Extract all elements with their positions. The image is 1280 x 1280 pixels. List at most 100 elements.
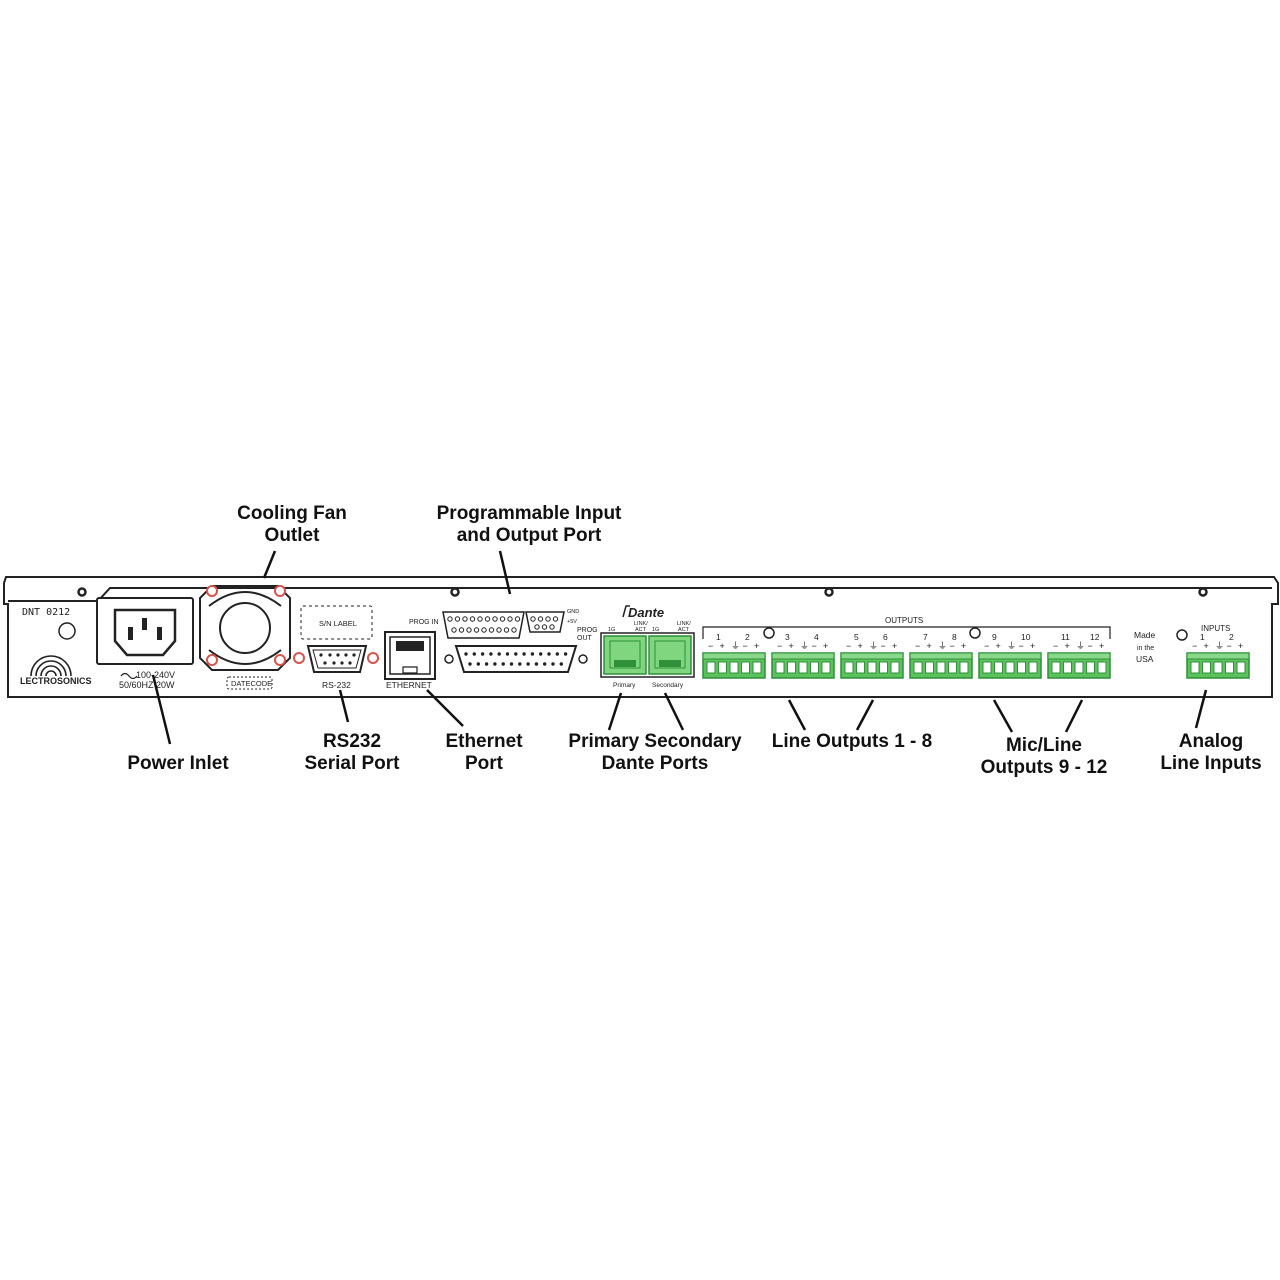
terminal-pin (1074, 661, 1084, 674)
terminal-pin (1225, 661, 1234, 674)
callout-programmable-port: Programmable Input and Output Port (436, 503, 622, 546)
prog-pin (473, 627, 480, 633)
prog-pin (499, 616, 506, 622)
prog-pin (503, 627, 510, 633)
polarity-mark-icon: − (915, 641, 920, 651)
prog-pin (481, 627, 487, 633)
outputs-header: OUTPUTS (885, 616, 923, 625)
mounting-hole (77, 587, 87, 597)
dante-primary-port (603, 635, 647, 675)
db25-pin (563, 652, 568, 656)
polarity-mark-icon: − (1192, 641, 1197, 651)
prog-pin (477, 616, 483, 622)
screw-icon (206, 585, 218, 597)
screw-icon (969, 627, 981, 639)
chassis (3, 576, 1279, 698)
screw-icon (274, 654, 286, 666)
channel-number: 4 (814, 632, 819, 642)
prog-pin (549, 624, 555, 630)
leader-line-outputs-b (855, 699, 875, 731)
terminal-pin (1097, 661, 1107, 674)
polarity-mark-icon: + (1099, 641, 1104, 651)
polarity-mark-icon: − (846, 641, 851, 651)
db25-pin (522, 652, 526, 656)
polarity-mark-icon: + (961, 641, 966, 651)
prog-pin (466, 627, 472, 633)
made-in-line-2: in the (1137, 645, 1154, 652)
channel-number: 11 (1061, 632, 1070, 642)
terminal-pin (1213, 661, 1223, 674)
terminal-pin (856, 661, 865, 674)
callout-rs232-serial-port: RS232 Serial Port (304, 731, 400, 774)
terminal-pin (741, 661, 750, 674)
polarity-mark-icon: − (881, 641, 886, 651)
polarity-mark-icon: + (823, 641, 828, 651)
terminal-pin (821, 661, 831, 674)
screw-icon (763, 627, 775, 639)
terminal-block-top (978, 652, 1042, 660)
db25-pin (501, 662, 505, 666)
polarity-mark-icon: − (777, 641, 782, 651)
polarity-mark-icon: + (1065, 641, 1070, 651)
terminal-pin (787, 661, 796, 674)
fan-screws (206, 585, 286, 666)
polarity-mark-icon: + (858, 641, 863, 651)
polarity-mark-icon: − (1053, 641, 1058, 651)
plus5v-label: +5V (567, 619, 577, 625)
polarity-mark-icon: + (754, 641, 759, 651)
rs232-port (293, 645, 379, 673)
datecode-box (226, 676, 273, 690)
dante-primary-act: ACT (635, 627, 647, 633)
db25-pin (543, 662, 547, 666)
channel-number: 10 (1021, 632, 1031, 642)
dante-logo-icon (622, 605, 630, 618)
db25-pin (547, 652, 551, 656)
ethernet-port (384, 631, 436, 680)
polarity-mark-icon: + (1204, 641, 1209, 651)
channel-number: 3 (785, 632, 790, 642)
prog-pin (511, 627, 517, 633)
terminal-pin (718, 661, 727, 674)
callout-power-inlet: Power Inlet (127, 753, 229, 774)
terminal-block-top (771, 652, 835, 660)
polarity-mark-icon: − (708, 641, 713, 651)
terminal-pin (925, 661, 934, 674)
inputs-header: INPUTS (1201, 624, 1230, 633)
db25-pin (551, 662, 555, 666)
callout-analog-line-inputs: Analog Line Inputs (1160, 731, 1262, 774)
channel-number: 1 (716, 632, 721, 642)
callout-ethernet-port: Ethernet Port (445, 731, 523, 774)
dante-secondary-act: ACT (678, 627, 690, 633)
terminal-pin (1202, 661, 1211, 674)
terminal-pin (1017, 661, 1026, 674)
leader-lines (151, 550, 1208, 745)
dante-secondary-label: Secondary (652, 682, 684, 689)
polarity-mark-icon: + (892, 641, 897, 651)
prog-pin (462, 616, 468, 622)
polarity-mark-icon: ⏚ (800, 641, 809, 651)
made-in-line-1: Made (1134, 630, 1156, 640)
brand-logo-icon (30, 655, 72, 677)
mounting-hole (450, 587, 460, 597)
prog-pin (552, 616, 559, 622)
polarity-mark-icon: − (984, 641, 989, 651)
terminal-pin (948, 661, 957, 674)
prog-pin (507, 616, 513, 622)
db25-pin (518, 662, 522, 666)
outputs-bracket (702, 626, 1111, 639)
terminal-pin (1190, 661, 1200, 674)
polarity-mark-icon: ⏚ (731, 641, 740, 651)
polarity-mark-icon: − (950, 641, 955, 651)
prog-pin (534, 624, 540, 630)
polarity-mark-icon: ⏚ (1076, 641, 1085, 651)
channel-number: 7 (923, 632, 928, 642)
polarity-mark-icon: − (743, 641, 748, 651)
leader-mic-line-a (992, 699, 1014, 733)
terminal-pin (867, 661, 877, 674)
dante-secondary-port (648, 635, 692, 675)
channel-number: 12 (1090, 632, 1100, 642)
